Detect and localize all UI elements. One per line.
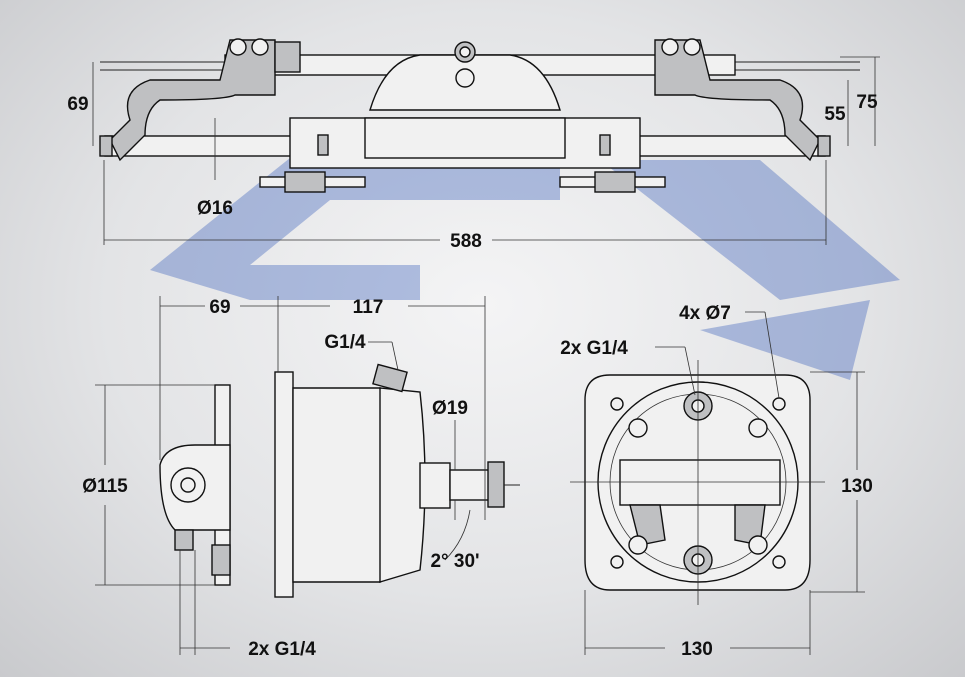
dim-height-inner-right: 55	[824, 104, 846, 125]
dim-height-left: 69	[67, 94, 88, 115]
label-front-ports: 2x G1/4	[560, 338, 628, 359]
dim-shaft-diameter: Ø19	[432, 398, 468, 419]
top-view-cylinder	[99, 38, 860, 193]
dim-front-height: 130	[841, 476, 873, 497]
dim-angle: 2° 30'	[430, 551, 479, 572]
top-view-dimensions	[92, 56, 880, 245]
label-port: G1/4	[324, 332, 366, 353]
watermark-logo	[150, 150, 900, 380]
label-mounting-holes: 4x Ø7	[679, 303, 731, 324]
label-bottom-ports: 2x G1/4	[248, 639, 316, 660]
side-view-dimensions	[95, 296, 486, 655]
dim-total-length: 588	[450, 231, 482, 252]
front-view-pump	[584, 374, 811, 591]
dim-height-outer-right: 75	[856, 92, 878, 113]
dim-rod-diameter: Ø16	[197, 198, 233, 219]
dim-front-width: 130	[681, 639, 713, 660]
front-view-dimensions	[570, 311, 865, 655]
dim-body-depth: 117	[353, 297, 384, 318]
dim-flange-depth: 69	[209, 297, 230, 318]
side-view-pump	[159, 363, 520, 598]
dim-body-diameter: Ø115	[82, 476, 128, 497]
